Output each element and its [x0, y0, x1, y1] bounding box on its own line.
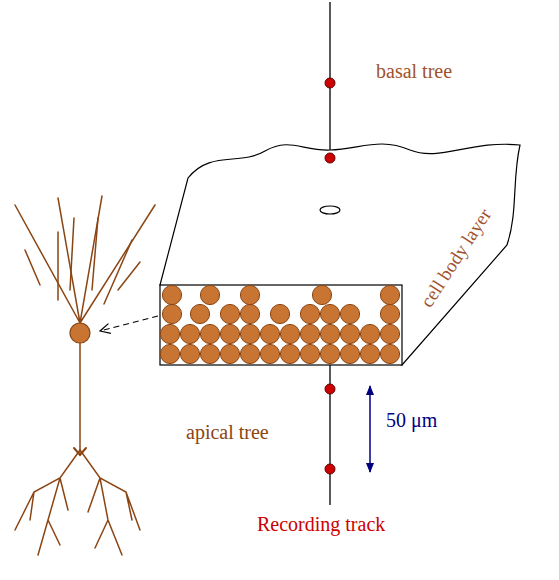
cell-body	[220, 324, 239, 343]
cell-body	[280, 324, 299, 343]
region-label: basal tree	[376, 60, 452, 83]
cell-body	[312, 285, 331, 304]
cell-body	[340, 344, 359, 363]
cell-body	[160, 344, 179, 363]
cell-body	[180, 344, 199, 363]
cell-body	[260, 324, 279, 343]
cell-body	[200, 324, 219, 343]
cell-body	[320, 344, 339, 363]
neuron-soma	[70, 323, 90, 343]
pyramidal-neuron	[15, 196, 155, 555]
cell-body	[180, 324, 199, 343]
cell-layer-slab	[160, 144, 520, 365]
cell-body	[380, 304, 399, 323]
cell-bodies	[160, 285, 399, 363]
track-entry	[320, 206, 340, 214]
cell-body	[360, 344, 379, 363]
cell-body	[380, 285, 399, 304]
cell-body	[220, 304, 239, 323]
track-label: Recording track	[257, 513, 385, 536]
cell-body	[162, 304, 181, 323]
cell-body	[240, 344, 259, 363]
recording-site	[325, 464, 335, 474]
cell-body	[360, 324, 379, 343]
cell-body	[300, 324, 319, 343]
cell-body	[200, 344, 219, 363]
cell-body	[240, 304, 259, 323]
cell-body	[160, 324, 179, 343]
recording-site	[325, 78, 335, 88]
cell-body	[300, 304, 319, 323]
cell-body	[300, 344, 319, 363]
cell-body	[240, 324, 259, 343]
cell-body	[320, 324, 339, 343]
scale-arrow	[369, 386, 371, 472]
cell-body	[380, 344, 399, 363]
recording-sites	[325, 78, 335, 474]
cell-body	[320, 304, 339, 323]
recording-site	[325, 384, 335, 394]
cell-body	[200, 285, 219, 304]
cell-body	[162, 285, 181, 304]
cell-body	[380, 324, 399, 343]
slab-front-face	[160, 285, 402, 365]
cell-body	[270, 304, 289, 323]
cell-body	[190, 304, 209, 323]
cell-body	[280, 344, 299, 363]
cell-body	[340, 324, 359, 343]
dimension-label: 50 μm	[386, 409, 437, 432]
cell-body	[240, 285, 259, 304]
cell-body	[340, 304, 359, 323]
pointer-arrow	[100, 316, 158, 331]
cell-body	[260, 344, 279, 363]
region-label: apical tree	[186, 421, 269, 444]
recording-site	[325, 153, 335, 163]
cell-body	[220, 344, 239, 363]
